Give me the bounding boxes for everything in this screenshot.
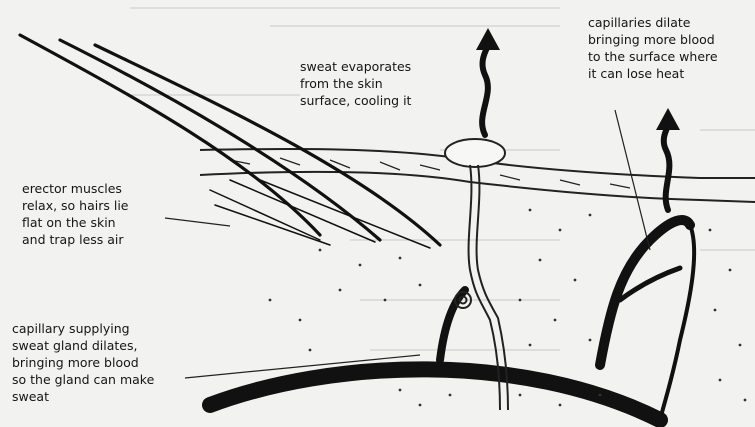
label-capillary-sweat-gland: capillary supplying sweat gland dilates,… xyxy=(12,320,192,405)
sweat-droplet xyxy=(445,139,505,167)
label-capillaries-dilate: capillaries dilate bringing more blood t… xyxy=(588,14,755,82)
label-sweat-evaporates: sweat evaporates from the skin surface, … xyxy=(300,58,460,109)
blood-vessels xyxy=(210,220,694,420)
arrow-head-capillary xyxy=(656,108,680,130)
arrow-head-sweat xyxy=(476,28,500,50)
label-erector-muscles: erector muscles relax, so hairs lie flat… xyxy=(22,180,172,248)
